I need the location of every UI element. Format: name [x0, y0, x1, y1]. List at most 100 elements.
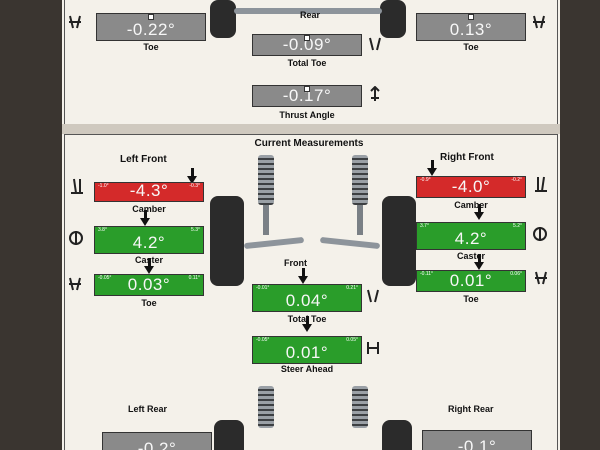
rear-right-toe-value: 0.13°	[449, 20, 493, 39]
total-toe-icon	[368, 36, 382, 52]
rr-value: -0.1°	[457, 437, 497, 450]
lf-caster-min: 3.8°	[98, 227, 107, 233]
lf-camber-value: -4.3°	[129, 181, 169, 200]
front-total-toe-gauge: -0.01° 0.21° 0.04°	[252, 284, 362, 312]
left-strut	[263, 205, 269, 235]
lf-toe-label: Toe	[141, 298, 157, 308]
rear-left-toe-label: Toe	[143, 42, 159, 52]
steer-ahead-value: 0.01°	[285, 343, 329, 362]
lf-camber-max: -0.3°	[189, 183, 200, 189]
lf-caster-gauge: 3.8° 5.3° 4.2°	[94, 226, 204, 254]
rear-right-wheel	[380, 0, 406, 38]
steer-ahead-min: -0.05°	[256, 337, 270, 343]
lf-toe-max: 0.11°	[188, 275, 200, 281]
current-measurements-frame	[64, 134, 558, 450]
front-total-toe-value: 0.04°	[285, 291, 329, 310]
lf-toe-pointer-icon	[144, 258, 154, 274]
gauge-center-mark	[468, 14, 474, 20]
rf-caster-min: 3.7°	[420, 223, 429, 229]
front-total-toe-min: -0.01°	[256, 285, 270, 291]
lr-gauge: -0.2°	[102, 432, 212, 450]
gauge-center-mark	[304, 35, 310, 41]
rear-left-coil-spring	[258, 386, 274, 428]
front-total-toe-max: 0.21°	[346, 285, 358, 291]
rear-left-toe-value: -0.22°	[126, 20, 176, 39]
rear-left-wheel	[210, 0, 236, 38]
rf-toe-min: -0.11°	[420, 271, 434, 277]
rear-right-toe-label: Toe	[463, 42, 479, 52]
front-total-toe-pointer-icon	[298, 268, 308, 284]
rf-toe-label: Toe	[463, 294, 479, 304]
lf-toe-value: 0.03°	[127, 275, 171, 294]
front-left-wheel	[210, 196, 244, 286]
steer-ahead-gauge: -0.05° 0.05° 0.01°	[252, 336, 362, 364]
left-coil-spring	[258, 155, 274, 205]
lf-camber-min: -1.0°	[98, 183, 109, 189]
lf-camber-label: Camber	[132, 204, 166, 214]
rear-left-wheel-bottom	[214, 420, 244, 450]
rr-gauge: -0.1°	[422, 430, 532, 450]
rf-toe-max: 0.06°	[510, 271, 522, 277]
thrust-angle-icon	[368, 85, 382, 102]
front-heading: Front	[284, 258, 307, 268]
rf-camber-pointer-icon	[427, 160, 437, 176]
rear-total-toe-label: Total Toe	[287, 58, 327, 68]
steer-ahead-label: Steer Ahead	[280, 364, 334, 374]
lf-camber-pointer-icon	[187, 168, 197, 184]
thrust-angle-value: -0.17°	[282, 86, 332, 105]
rear-left-toe-gauge: -0.22°	[96, 13, 206, 41]
rf-toe-value: 0.01°	[449, 271, 493, 290]
right-strut	[357, 205, 363, 235]
toe-icon	[532, 14, 546, 30]
rf-caster-label: Caster	[456, 251, 485, 261]
alignment-printout: Rear -0.22° Toe 0.13° Toe -0.09° Total T…	[62, 0, 560, 450]
gauge-center-mark	[304, 86, 310, 92]
rf-camber-value: -4.0°	[451, 177, 491, 196]
camber-icon	[70, 178, 84, 194]
rf-caster-max: 5.2°	[513, 223, 522, 229]
page-separator	[62, 124, 560, 134]
rf-toe-gauge: -0.11° 0.06° 0.01°	[416, 270, 526, 292]
thrust-angle-label: Thrust Angle	[279, 110, 335, 120]
total-toe-icon	[366, 288, 380, 304]
rear-right-toe-gauge: 0.13°	[416, 13, 526, 41]
right-front-heading: Right Front	[440, 152, 494, 163]
rf-toe-pointer-icon	[474, 254, 484, 270]
rf-camber-max: -0.2°	[511, 177, 522, 183]
gauge-center-mark	[148, 14, 154, 20]
rear-total-toe-gauge: -0.09°	[252, 34, 362, 56]
right-coil-spring	[352, 155, 368, 205]
rear-right-wheel-bottom	[382, 420, 412, 450]
lf-caster-max: 5.3°	[191, 227, 200, 233]
steer-ahead-icon	[366, 340, 380, 356]
caster-icon	[532, 226, 547, 242]
left-front-heading: Left Front	[120, 154, 167, 165]
camber-icon	[534, 176, 548, 192]
rf-caster-pointer-icon	[474, 204, 484, 220]
rear-total-toe-value: -0.09°	[282, 35, 332, 54]
lf-camber-gauge: -1.0° -0.3° -4.3°	[94, 182, 204, 202]
toe-icon	[534, 270, 548, 286]
rear-axle	[234, 8, 382, 14]
caster-icon	[68, 230, 83, 246]
front-right-wheel	[382, 196, 416, 286]
lf-toe-gauge: -0.05° 0.11° 0.03°	[94, 274, 204, 296]
steer-ahead-max: 0.05°	[346, 337, 358, 343]
toe-icon	[68, 276, 82, 292]
rf-caster-gauge: 3.7° 5.2° 4.2°	[416, 222, 526, 250]
rf-camber-gauge: -0.9° -0.2° -4.0°	[416, 176, 526, 198]
steer-ahead-pointer-icon	[302, 316, 312, 332]
lf-caster-value: 4.2°	[132, 233, 166, 252]
lf-caster-pointer-icon	[140, 210, 150, 226]
current-measurements-title: Current Measurements	[254, 138, 364, 149]
toe-icon	[68, 14, 82, 30]
rear-right-coil-spring	[352, 386, 368, 428]
thrust-angle-gauge: -0.17°	[252, 85, 362, 107]
left-rear-heading: Left Rear	[128, 404, 168, 414]
right-rear-heading: Right Rear	[448, 404, 494, 414]
rf-caster-value: 4.2°	[454, 229, 488, 248]
rf-camber-label: Camber	[454, 200, 488, 210]
rf-camber-min: -0.9°	[420, 177, 431, 183]
lr-value: -0.2°	[137, 439, 177, 450]
rear-axle-label: Rear	[299, 10, 320, 20]
